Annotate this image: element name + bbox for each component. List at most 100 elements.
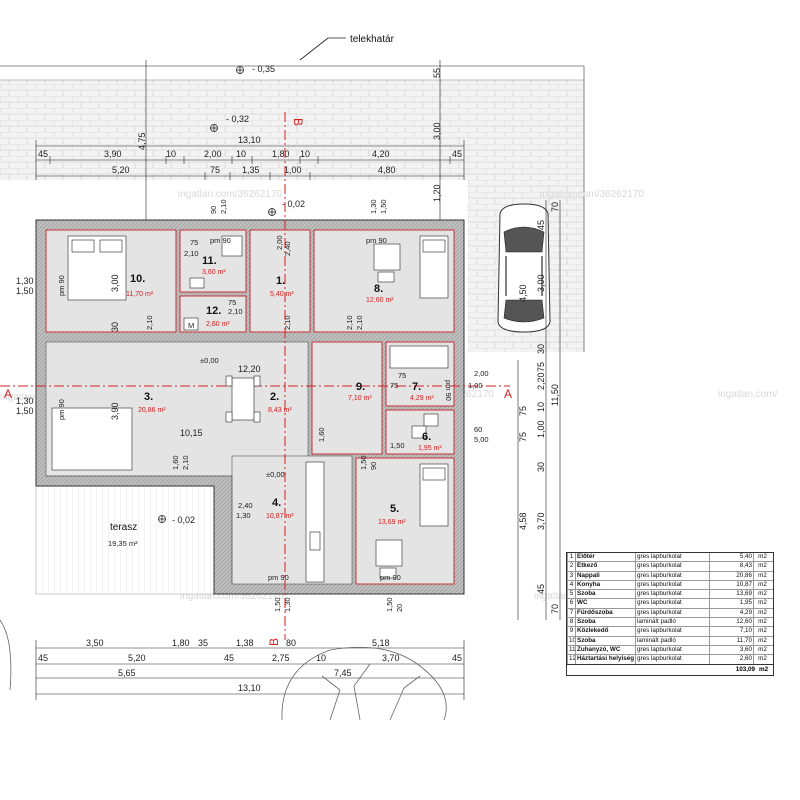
schedule-cell-area: 7,10 xyxy=(709,627,753,636)
svg-text:20: 20 xyxy=(395,604,404,612)
svg-text:2,10: 2,10 xyxy=(219,199,228,214)
dim-bottom-r2-6: 3,70 xyxy=(382,653,400,663)
dim-right-6: 75 xyxy=(536,362,546,372)
furniture xyxy=(51,235,449,583)
schedule-cell-area: 2,60 xyxy=(709,655,753,664)
dim-left-5: 3,90 xyxy=(110,402,120,420)
window-label-6: pm 90 xyxy=(57,399,66,420)
schedule-cell-no: 2 xyxy=(567,562,575,571)
window-label-4: pm 90 xyxy=(380,573,401,582)
svg-text:75: 75 xyxy=(390,381,398,390)
dim-right-17: 70 xyxy=(550,604,560,614)
level-mark-mid: - 0,32 xyxy=(226,114,249,124)
dim-top-7: 10 xyxy=(300,149,310,159)
svg-text:2,10: 2,10 xyxy=(184,249,199,258)
room-2-area: 8,43 m² xyxy=(268,407,292,414)
dim-right-door-75: 2,00 xyxy=(474,369,489,378)
room-1-number: 1. xyxy=(276,275,285,287)
schedule-cell-no: 5 xyxy=(567,590,575,599)
svg-text:1,30: 1,30 xyxy=(236,511,251,520)
dim-top-9: 45 xyxy=(452,149,462,159)
room-4-number: 4. xyxy=(272,497,281,509)
watermark-5: ingatlan.com/ xyxy=(718,389,778,400)
svg-text:1,30: 1,30 xyxy=(283,597,292,612)
dim-bottom-r2-4: 2,75 xyxy=(272,653,290,663)
dim-top-6: 1,80 xyxy=(272,149,290,159)
schedule-cell-name: Étkező xyxy=(575,562,635,571)
car-icon xyxy=(497,203,551,333)
tree-icon xyxy=(281,646,447,721)
window-label-2: pm 90 xyxy=(366,236,387,245)
room-8-area: 12,60 m² xyxy=(366,297,394,304)
schedule-cell-unit: m2 xyxy=(753,636,771,645)
room-8-number: 8. xyxy=(374,283,383,295)
schedule-cell-unit: m2 xyxy=(753,562,771,571)
terrace-name: terasz xyxy=(110,522,137,533)
room-2-number: 2. xyxy=(270,391,279,403)
schedule-cell-area: 4,29 xyxy=(709,608,753,618)
dim-right-11: 1,00 xyxy=(536,420,546,438)
dim-right-door-60: 5,00 xyxy=(474,435,489,444)
washer-label: M xyxy=(188,321,194,330)
svg-text:2,00: 2,00 xyxy=(275,235,284,250)
svg-text:2,10: 2,10 xyxy=(145,315,154,330)
section-mark-a-right: A xyxy=(504,387,512,401)
dim-bottom-r3-2: 7,45 xyxy=(334,668,352,678)
room-6-area: 1,95 m² xyxy=(418,445,442,452)
floor-level-main: ±0,00 xyxy=(200,356,219,365)
dim-bottom-r2-5: 10 xyxy=(316,653,326,663)
dim-top-4: 2,00 xyxy=(204,149,222,159)
schedule-cell-name: Fürdőszoba xyxy=(575,608,635,618)
paving-area xyxy=(0,80,584,180)
schedule-cell-name: WC xyxy=(575,599,635,608)
schedule-cell-no: 12 xyxy=(567,655,575,664)
room-10-area: 11,70 m² xyxy=(126,291,154,298)
dim-top-r2-1: 5,20 xyxy=(112,165,130,175)
top-dimension-lines xyxy=(35,60,465,220)
dim-right-3: 4,50 xyxy=(518,284,528,302)
dim-right-10: 10 xyxy=(536,402,546,412)
dim-bottom-6: 5,18 xyxy=(372,638,390,648)
section-mark-a-left: A xyxy=(4,387,12,401)
schedule-cell-floor: gres lapburkolat xyxy=(635,627,709,636)
watermark-1: ingatlan.com/36262170 xyxy=(178,189,282,200)
floor-level-kitchen: ±0,00 xyxy=(266,470,285,479)
window-label-7: pm 90 xyxy=(444,380,453,401)
schedule-cell-floor: laminált padló xyxy=(635,636,709,645)
dim-bottom-r3-1: 5,65 xyxy=(118,668,136,678)
svg-text:75: 75 xyxy=(228,298,236,307)
schedule-cell-floor: gres lapburkolat xyxy=(635,571,709,580)
dim-bottom-1: 3,50 xyxy=(86,638,104,648)
dim-top-2: 3,90 xyxy=(104,149,122,159)
schedule-cell-area: 1,95 xyxy=(709,599,753,608)
room-10-number: 10. xyxy=(130,273,145,285)
dim-bottom-3: 35 xyxy=(198,638,208,648)
svg-text:2,40: 2,40 xyxy=(283,241,292,256)
room-12-area: 2,60 m² xyxy=(206,321,230,328)
room-11-number: 11. xyxy=(202,255,217,267)
room-4-area: 10,87 m² xyxy=(266,513,294,520)
svg-text:1,60: 1,60 xyxy=(171,455,180,470)
dim-left-6: 3,00 xyxy=(110,274,120,292)
schedule-cell-no: 9 xyxy=(567,627,575,636)
right-dimension-lines xyxy=(517,200,561,620)
schedule-cell-area: 12,60 xyxy=(709,618,753,627)
room-labels: 10. 11,70 m² 11. 3,60 m² 12. 2,60 m² 1. … xyxy=(126,255,442,526)
schedule-cell-unit: m2 xyxy=(753,590,771,599)
room-9-area: 7,10 m² xyxy=(348,395,372,402)
svg-text:90: 90 xyxy=(209,206,218,214)
schedule-cell-name: Zuhanyzó, WC xyxy=(575,645,635,655)
schedule-cell-unit: m2 xyxy=(753,608,771,618)
svg-text:2,10: 2,10 xyxy=(355,315,364,330)
dim-bottom-4: 1,38 xyxy=(236,638,254,648)
dim-vert-475: 4,75 xyxy=(137,132,147,150)
svg-text:2,10: 2,10 xyxy=(283,315,292,330)
room-12-number: 12. xyxy=(206,305,221,317)
